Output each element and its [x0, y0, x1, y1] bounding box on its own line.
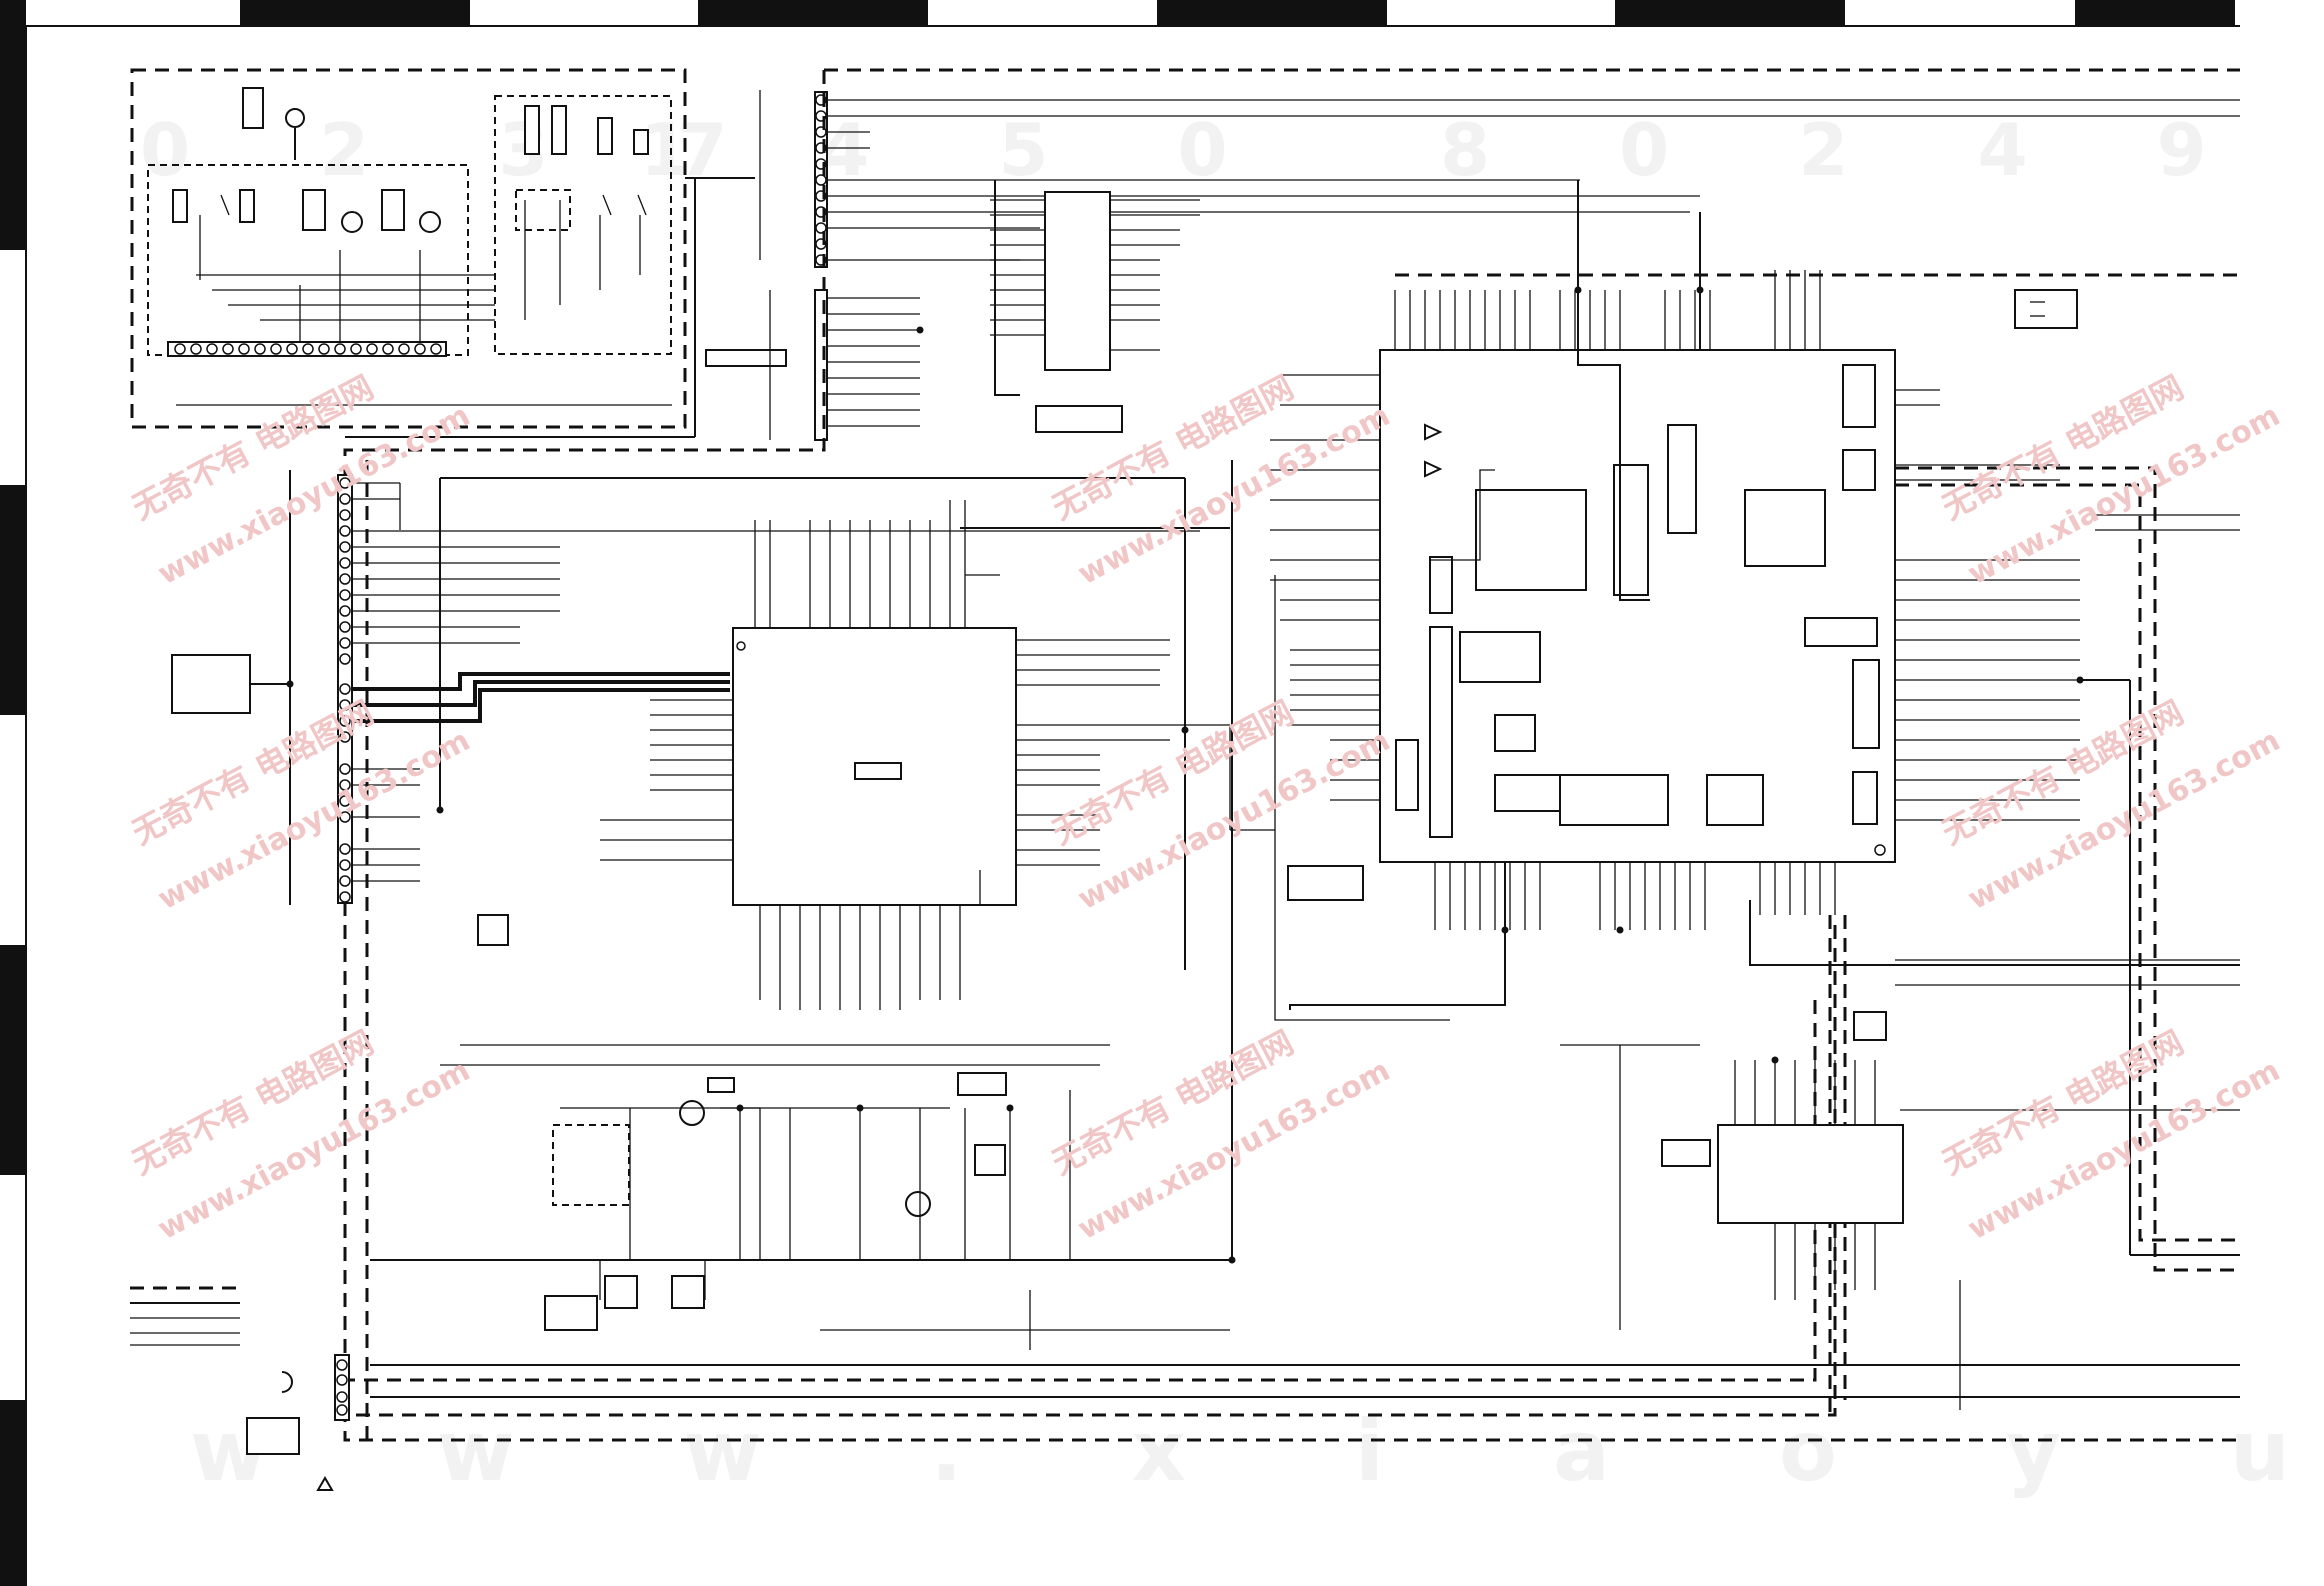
svg-text:无奇不有 电路图网: 无奇不有 电路图网 [1936, 1023, 2190, 1182]
svg-text:无奇不有 电路图网: 无奇不有 电路图网 [126, 1023, 380, 1182]
motor-icon [341, 211, 363, 233]
right-signal-paths [345, 466, 2240, 1417]
junction-dots [286, 286, 2084, 1264]
main-board-outline [343, 68, 2240, 1442]
warning-icon [316, 1476, 334, 1491]
transistor-icon [679, 1100, 705, 1126]
background-ghost-text: 0 2 3 7 1 4 5 0 8 0 2 4 9 8 2 9 0 w w w … [140, 108, 2324, 1500]
transistor-icon [974, 1144, 1006, 1176]
svg-text:无奇不有 电路图网: 无奇不有 电路图网 [1936, 693, 2190, 852]
integrated-circuit-icon [1044, 191, 1111, 371]
svg-text:无奇不有 电路图网: 无奇不有 电路图网 [1936, 368, 2190, 527]
transistor-icon [905, 1191, 931, 1217]
switch-motor-module [130, 68, 755, 438]
integrated-circuit-icon [1717, 1124, 1904, 1224]
power-regulator-section [130, 460, 1700, 1350]
dip-ic-top [990, 180, 1200, 433]
transistor-icon [604, 1275, 638, 1309]
watermark-layer: 无奇不有 电路图网 www.xiaoyu163.com 无奇不有 电路图网 ww… [126, 368, 2286, 1247]
transistor-icon [477, 914, 509, 946]
output-ic [1661, 1011, 1904, 1300]
motor-icon [419, 211, 441, 233]
svg-text:w w w . x i a o y u 1 6 3 . c: w w w . x i a o y u 1 6 3 . c o m [190, 1402, 2324, 1500]
headphone-jack [246, 1354, 350, 1491]
dsp-ic [1270, 180, 2240, 1256]
svg-text:无奇不有 电路图网: 无奇不有 电路图网 [1046, 693, 1300, 852]
main-microcontroller [600, 500, 1275, 1010]
svg-text:无奇不有 电路图网: 无奇不有 电路图网 [1046, 368, 1300, 527]
top-connector [705, 90, 2240, 441]
svg-text:无奇不有 电路图网: 无奇不有 电路图网 [1046, 1023, 1300, 1182]
motor-icon [285, 108, 305, 128]
svg-text:0 2 3 7: 0 2 3 7 [140, 108, 780, 192]
svg-text:8 0 2 4 9 8 2 9 0: 8 0 2 4 9 8 2 9 0 [1440, 108, 2324, 192]
transistor-icon [671, 1275, 705, 1309]
